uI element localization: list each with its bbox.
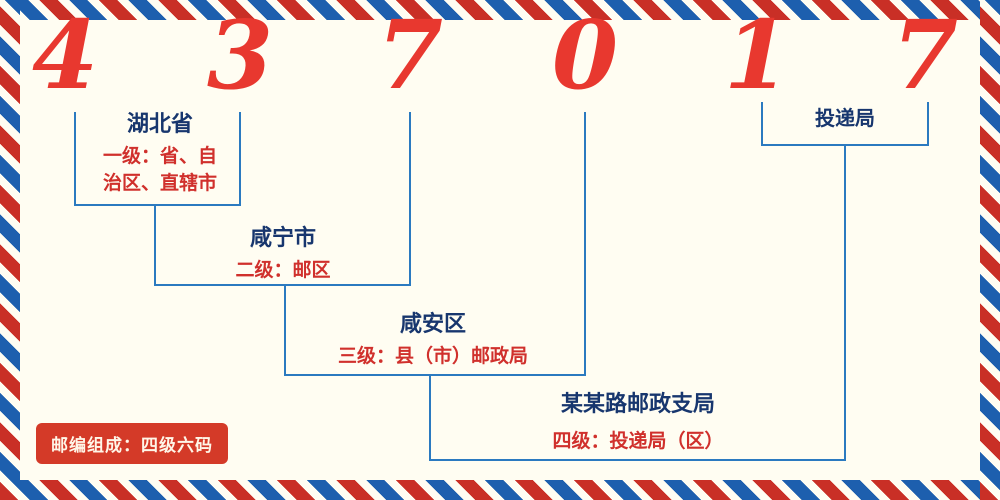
airmail-border-left xyxy=(0,0,20,500)
level3-label-group: 咸安区 三级：县（市）邮政局 xyxy=(338,312,528,370)
level1-description-line1: 一级：省、自 xyxy=(102,145,218,168)
airmail-border-right xyxy=(980,0,1000,500)
level1-region-name: 湖北省 xyxy=(126,112,194,137)
postal-digit-1: 4 xyxy=(31,0,99,111)
delivery-office-label-group: 投递局 xyxy=(815,106,875,130)
airmail-border-top xyxy=(0,0,1000,20)
level4-label-group: 某某路邮政支局 四级：投递局（区） xyxy=(552,392,723,455)
postal-digit-4: 0 xyxy=(551,0,619,111)
level1-label-group: 湖北省 一级：省、自 治区、直辖市 xyxy=(103,112,217,196)
airmail-border-bottom xyxy=(0,480,1000,500)
level1-description-line2: 治区、直辖市 xyxy=(102,171,218,194)
level2-description: 二级：邮区 xyxy=(235,259,331,282)
level2-label-group: 咸宁市 二级：邮区 xyxy=(235,226,330,284)
composition-badge: 邮编组成：四级六码 xyxy=(36,423,228,464)
postal-digit-5: 1 xyxy=(723,0,791,111)
level2-region-name: 咸宁市 xyxy=(249,226,317,251)
delivery-office-label: 投递局 xyxy=(815,106,875,130)
level3-description: 三级：县（市）邮政局 xyxy=(337,345,529,368)
postal-digit-3: 7 xyxy=(376,0,444,111)
postal-digit-2: 3 xyxy=(206,0,274,111)
postal-digit-6: 7 xyxy=(891,0,959,111)
level4-branch-name: 某某路邮政支局 xyxy=(560,392,716,417)
level4-description: 四级：投递局（区） xyxy=(552,430,724,453)
level3-region-name: 咸安区 xyxy=(399,312,467,337)
